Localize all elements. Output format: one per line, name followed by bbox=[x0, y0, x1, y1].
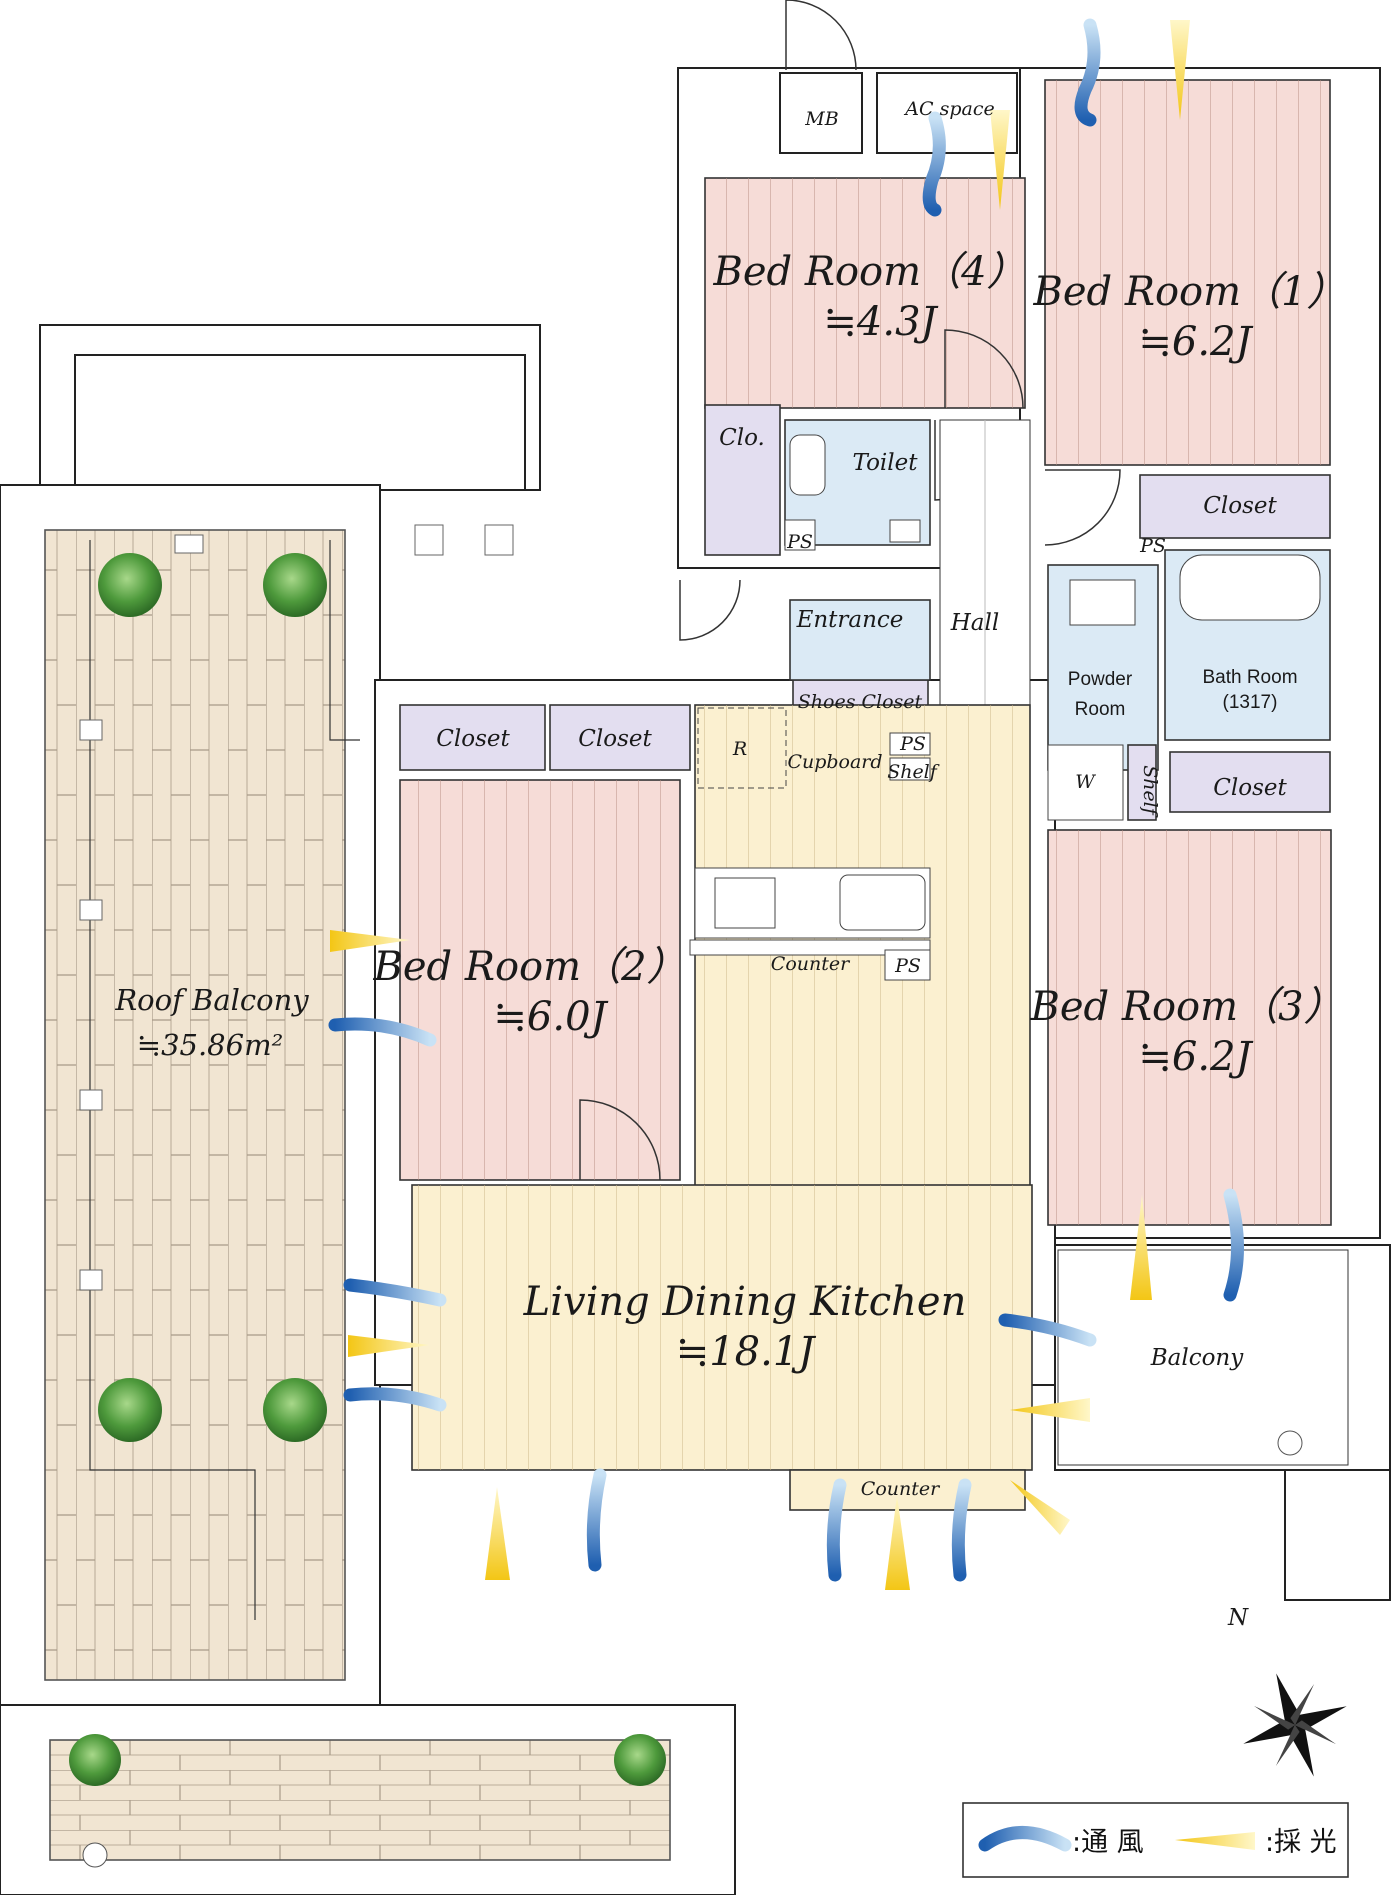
compass-n-label: N bbox=[1227, 1605, 1249, 1631]
room-labels: Bed Room（4） ≒4.3J Bed Room（1） ≒6.2J Bed … bbox=[114, 98, 1346, 1858]
bedroom-1 bbox=[1044, 79, 1331, 546]
plants bbox=[69, 553, 666, 1786]
ldk-size: ≒18.1J bbox=[676, 1329, 817, 1375]
ventilation-legend-icon bbox=[978, 1826, 1072, 1852]
toilet-label: Toilet bbox=[853, 450, 919, 476]
entrance-label: Entrance bbox=[796, 607, 904, 633]
closet-label-3: Closet bbox=[1203, 493, 1277, 519]
shelf-label-2: Shelf bbox=[1139, 765, 1161, 818]
bed2-size: ≒6.0J bbox=[493, 994, 608, 1040]
bedroom-3 bbox=[1047, 829, 1332, 1226]
tree-icon bbox=[614, 1734, 666, 1786]
tree-icon bbox=[263, 553, 327, 617]
bed4-size: ≒4.3J bbox=[823, 299, 938, 345]
cupboard-label: Cupboard bbox=[787, 751, 882, 773]
shelf-label: Shelf bbox=[887, 761, 940, 783]
entrance-floor bbox=[789, 599, 931, 681]
bed3-name: Bed Room（3） bbox=[1029, 984, 1343, 1030]
ps-label-2: PS bbox=[1139, 535, 1166, 557]
bath-room-label-2: (1317) bbox=[1223, 692, 1278, 713]
roof-balcony bbox=[44, 524, 514, 1681]
closet-label-2: Closet bbox=[578, 726, 652, 752]
powder-room-label-2: Room bbox=[1075, 699, 1126, 720]
right-balcony bbox=[1057, 1249, 1349, 1466]
mb-label: MB bbox=[804, 108, 838, 130]
daylight-legend-icon bbox=[1175, 1832, 1255, 1850]
hall-label: Hall bbox=[950, 610, 999, 636]
counter-label-2: Counter bbox=[861, 1478, 941, 1500]
daylight-arrows bbox=[330, 20, 1190, 1590]
tree-icon bbox=[69, 1734, 121, 1786]
ldk-name: Living Dining Kitchen bbox=[523, 1279, 967, 1325]
closet-label-4: Closet bbox=[1213, 775, 1287, 801]
bed4-name: Bed Room（4） bbox=[712, 249, 1026, 295]
ps-label-4: PS bbox=[894, 955, 921, 977]
ps-label-3: PS bbox=[899, 733, 926, 755]
bed1-name: Bed Room（1） bbox=[1032, 269, 1346, 315]
bath-room-label-1: Bath Room bbox=[1202, 667, 1297, 688]
roof-balcony-name: Roof Balcony bbox=[114, 983, 309, 1017]
tree-icon bbox=[98, 1378, 162, 1442]
bedroom-4 bbox=[704, 177, 1026, 409]
ldk bbox=[411, 704, 1033, 1511]
legend bbox=[962, 1802, 1349, 1878]
bedroom-2 bbox=[399, 704, 691, 1181]
bed1-size: ≒6.2J bbox=[1138, 319, 1253, 365]
shoes-closet-label: Shoes Closet bbox=[798, 691, 923, 713]
powder-room-label-1: Powder bbox=[1068, 669, 1133, 690]
washer-label: W bbox=[1075, 771, 1096, 793]
r-label: R bbox=[732, 738, 747, 760]
bed3-size: ≒6.2J bbox=[1138, 1034, 1253, 1080]
daylight-legend-label: :採 光 bbox=[1265, 1827, 1337, 1858]
balcony-name: Balcony bbox=[1150, 1345, 1245, 1371]
tree-icon bbox=[98, 553, 162, 617]
bed2-name: Bed Room（2） bbox=[372, 944, 686, 990]
roof-balcony-size: ≒35.86m² bbox=[137, 1028, 283, 1062]
counter-label-1: Counter bbox=[771, 953, 851, 975]
front-balcony bbox=[49, 1739, 671, 1868]
toilet-area bbox=[704, 404, 1011, 556]
closet-bed1 bbox=[1139, 474, 1331, 539]
clo-label: Clo. bbox=[719, 425, 765, 451]
tree-icon bbox=[263, 1378, 327, 1442]
ventilation-arrows bbox=[328, 18, 1244, 1582]
compass-icon bbox=[1243, 1673, 1347, 1777]
ventilation-legend-label: :通 風 bbox=[1072, 1827, 1144, 1858]
ac-space-label: AC space bbox=[903, 98, 994, 120]
closet-label-1: Closet bbox=[436, 726, 510, 752]
powder-bath bbox=[1047, 549, 1331, 821]
ps-label-1: PS bbox=[786, 531, 813, 553]
